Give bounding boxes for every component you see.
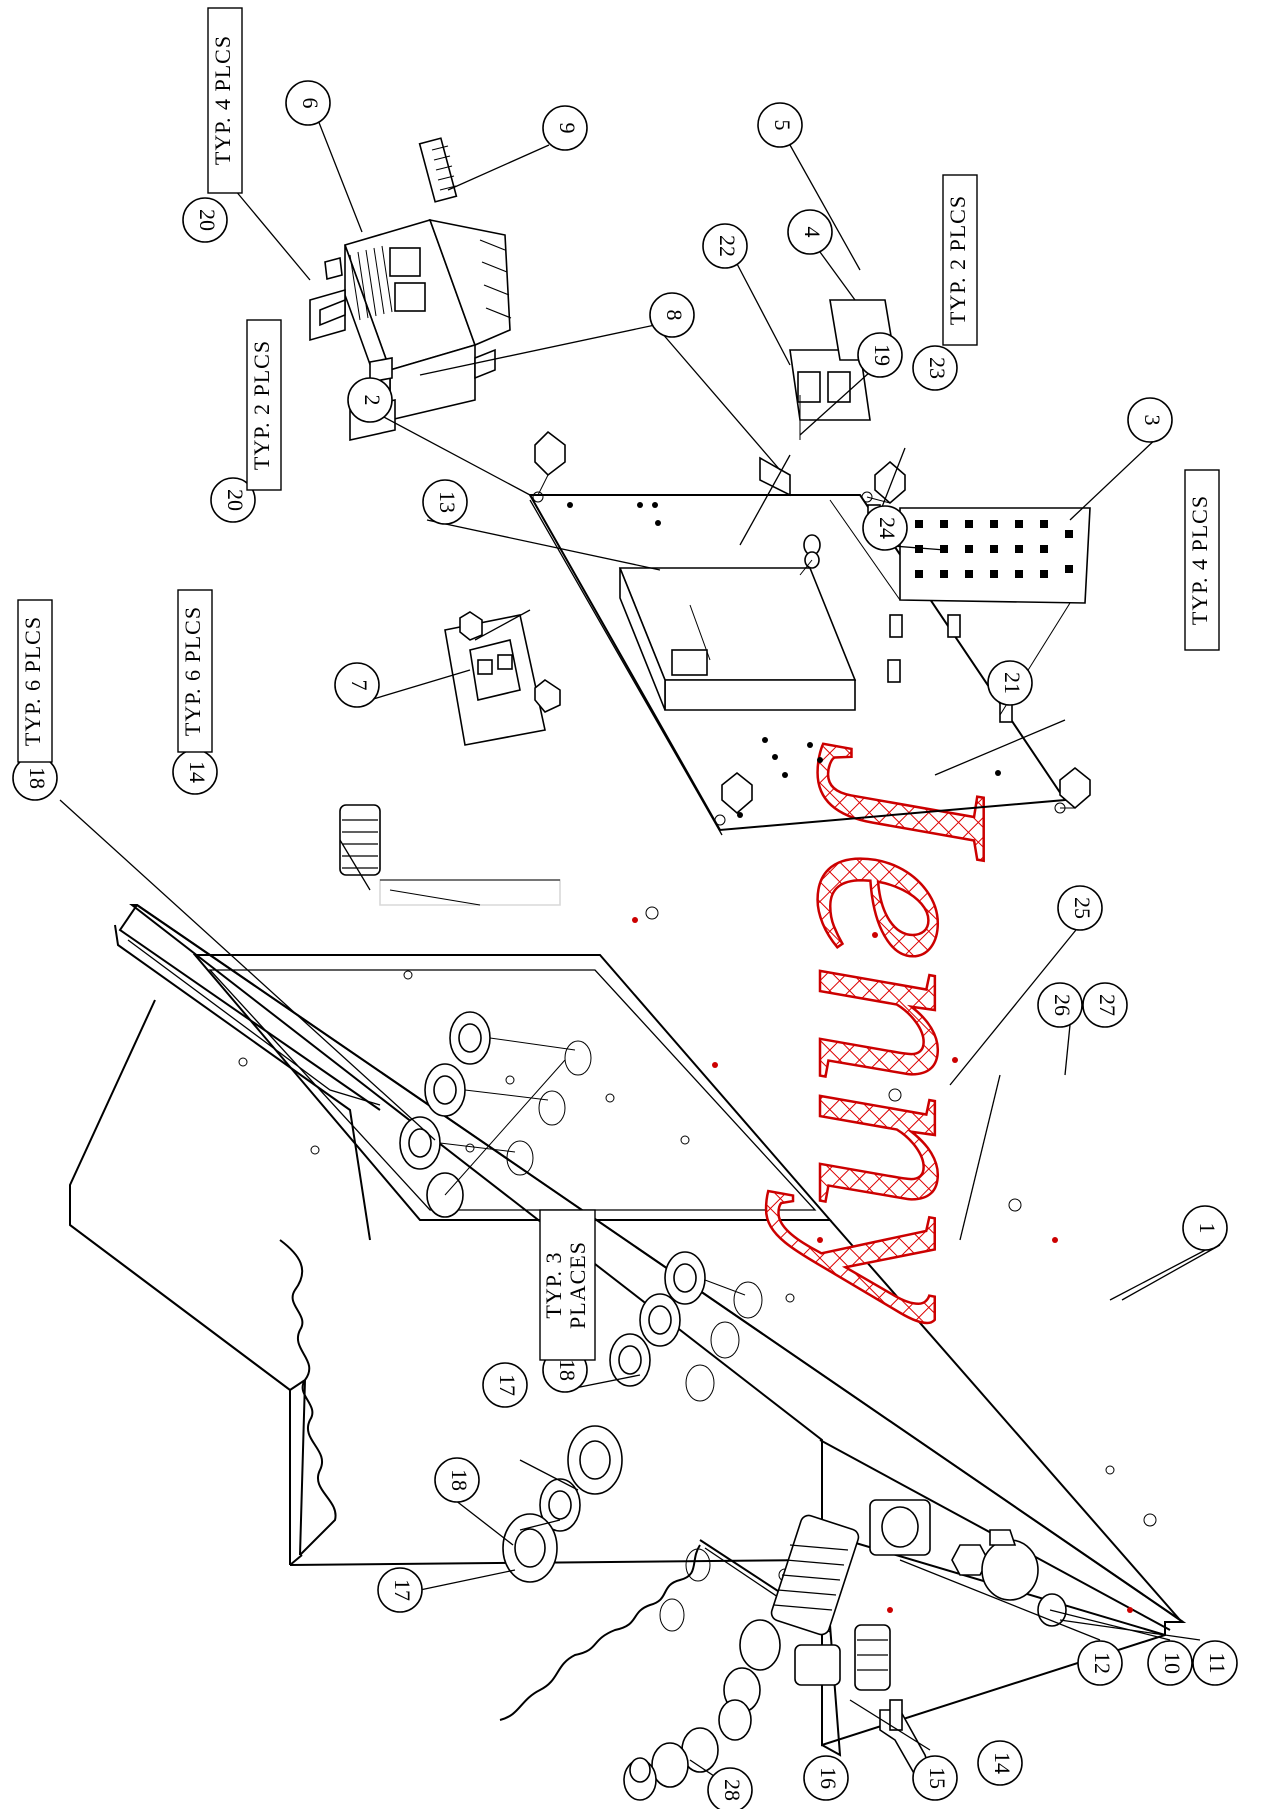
relay-block <box>618 567 857 711</box>
transformer <box>309 137 512 441</box>
svg-text:21: 21 <box>1000 672 1025 694</box>
bushing-inside <box>426 1059 566 1218</box>
callout-6: 6 <box>285 80 331 126</box>
svg-text:14: 14 <box>185 761 210 783</box>
svg-text:1: 1 <box>1195 1223 1220 1234</box>
callout-19: 19 <box>857 332 903 378</box>
svg-text:17: 17 <box>390 1579 415 1601</box>
note-typ3-places: TYP. 3 PLACES <box>539 1209 596 1361</box>
note-typ2-panel: TYP. 2 PLCS <box>246 319 282 491</box>
mounting-panel <box>528 430 1091 836</box>
callout-27: 27 <box>1082 982 1128 1028</box>
knockout-holes <box>506 1040 763 1632</box>
svg-text:9: 9 <box>555 123 580 134</box>
callout-14b: 14 <box>977 1740 1023 1786</box>
svg-text:25: 25 <box>1070 897 1095 919</box>
callout-3: 3 <box>1127 397 1173 443</box>
svg-text:19: 19 <box>870 344 895 366</box>
callout-18c: 18 <box>434 1457 480 1503</box>
callout-8: 8 <box>649 292 695 338</box>
callout-20a: 20 <box>182 197 228 243</box>
callout-2: 2 <box>347 377 393 423</box>
callout-20b: 20 <box>210 477 256 523</box>
svg-text:TYP. 2 PLCS: TYP. 2 PLCS <box>249 340 274 470</box>
svg-text:8: 8 <box>662 310 687 321</box>
svg-text:TYP. 3: TYP. 3 <box>541 1251 566 1318</box>
note-typ2-fuse: TYP. 2 PLCS <box>942 174 978 346</box>
callout-23: 23 <box>912 345 958 391</box>
jenny-logo: Jenny <box>764 739 1044 1325</box>
svg-text:TYP. 4 PLCS: TYP. 4 PLCS <box>1187 495 1212 625</box>
svg-text:7: 7 <box>347 680 372 691</box>
svg-text:14: 14 <box>990 1752 1015 1774</box>
svg-text:10: 10 <box>1160 1652 1185 1674</box>
svg-text:2: 2 <box>360 395 385 406</box>
callout-15: 15 <box>912 1755 958 1801</box>
callout-17a: 17 <box>482 1362 528 1408</box>
callout-17b: 17 <box>377 1567 423 1613</box>
callout-25: 25 <box>1057 885 1103 931</box>
svg-text:24: 24 <box>875 517 900 539</box>
svg-text:11: 11 <box>1205 1652 1230 1673</box>
callout-11: 11 <box>1192 1640 1238 1686</box>
callout-14a: 14 <box>172 749 218 795</box>
svg-text:15: 15 <box>925 1767 950 1789</box>
switch-assembly <box>869 1499 1067 1627</box>
terminal-strip <box>444 611 561 746</box>
svg-text:6: 6 <box>298 98 323 109</box>
external-fittings <box>623 1514 932 1801</box>
svg-text:22: 22 <box>715 235 740 257</box>
note-typ4-transformer: TYP. 4 PLCS <box>207 7 243 194</box>
note-typ6-left: TYP. 6 PLCS <box>17 599 53 763</box>
callout-12: 12 <box>1077 1640 1123 1686</box>
svg-text:3: 3 <box>1140 415 1165 426</box>
callout-13: 13 <box>422 479 468 525</box>
svg-text:16: 16 <box>816 1767 841 1789</box>
note-typ6-mid: TYP. 6 PLCS <box>177 589 213 753</box>
svg-text:18: 18 <box>25 767 50 789</box>
svg-text:PLACES: PLACES <box>565 1241 590 1329</box>
svg-text:TYP. 4 PLCS: TYP. 4 PLCS <box>210 35 235 165</box>
lock-nuts-lower <box>502 1425 623 1583</box>
svg-text:26: 26 <box>1050 994 1075 1016</box>
callout-21: 21 <box>987 660 1033 706</box>
lock-nuts-upper <box>399 1011 746 1387</box>
svg-text:13: 13 <box>435 491 460 513</box>
svg-text:20: 20 <box>195 209 220 231</box>
svg-text:5: 5 <box>770 120 795 131</box>
leader-lines <box>59 119 1221 1791</box>
svg-text:17: 17 <box>495 1374 520 1396</box>
svg-text:27: 27 <box>1095 994 1120 1016</box>
callout-4: 4 <box>787 209 833 255</box>
callout-10: 10 <box>1147 1640 1193 1686</box>
svg-text:20: 20 <box>223 489 248 511</box>
callout-26: 26 <box>1037 982 1083 1028</box>
callout-24: 24 <box>862 505 908 551</box>
callout-18a: 18 <box>12 755 58 801</box>
svg-text:TYP. 6 PLCS: TYP. 6 PLCS <box>20 616 45 746</box>
svg-text:28: 28 <box>720 1779 745 1801</box>
callout-9: 9 <box>542 105 588 151</box>
callout-22: 22 <box>702 223 748 269</box>
note-typ4-standoffs: TYP. 4 PLCS <box>1184 469 1220 651</box>
callout-28: 28 <box>707 1767 753 1809</box>
svg-text:4: 4 <box>800 227 825 238</box>
svg-text:Jenny: Jenny <box>765 740 1042 1324</box>
callout-1: 1 <box>1182 1205 1228 1251</box>
svg-text:18: 18 <box>555 1359 580 1381</box>
enclosure-body <box>69 904 1187 1757</box>
callout-7: 7 <box>334 662 380 708</box>
svg-text:12: 12 <box>1090 1652 1115 1674</box>
bushing-top <box>339 804 561 906</box>
svg-text:23: 23 <box>925 357 950 379</box>
callout-16: 16 <box>803 1755 849 1801</box>
svg-text:TYP. 6 PLCS: TYP. 6 PLCS <box>180 606 205 736</box>
svg-text:TYP. 2 PLCS: TYP. 2 PLCS <box>945 195 970 325</box>
callout-5: 5 <box>757 102 803 148</box>
svg-text:18: 18 <box>447 1469 472 1491</box>
fuse-holder-assembly <box>739 299 896 546</box>
